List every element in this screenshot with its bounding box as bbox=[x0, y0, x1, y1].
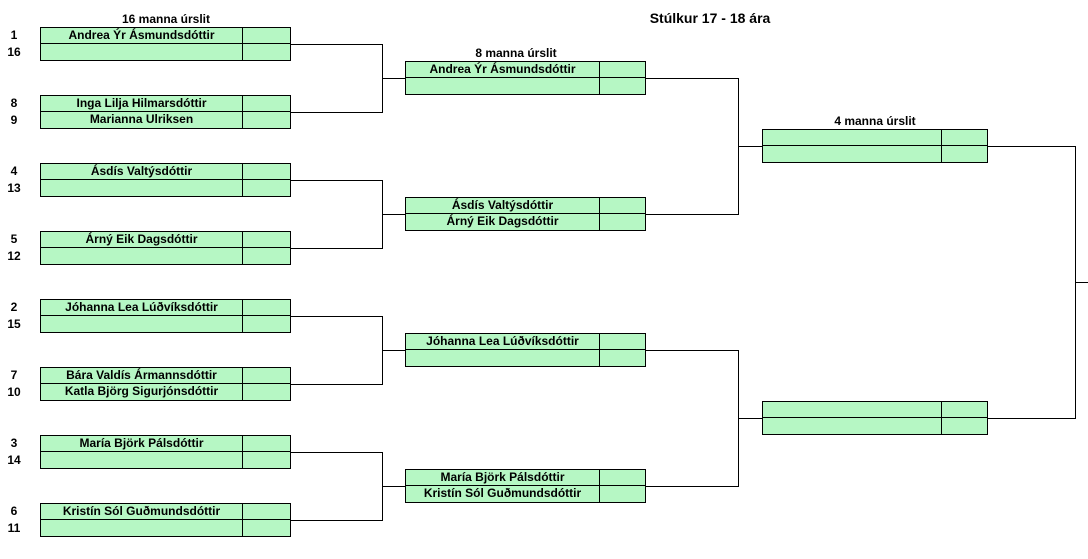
player-name-cell: Inga Lilja Hilmarsdóttir bbox=[40, 95, 243, 112]
bracket-line bbox=[382, 78, 405, 79]
bracket-line bbox=[738, 146, 762, 147]
seed-number: 5 bbox=[10, 232, 18, 246]
player-name-cell: Bára Valdís Ármannsdóttir bbox=[40, 367, 243, 384]
player-name-cell bbox=[405, 350, 600, 367]
bracket-line bbox=[382, 486, 405, 487]
bracket-line bbox=[382, 214, 405, 215]
player-name-cell: Kristín Sól Guðmundsdóttir bbox=[405, 486, 600, 503]
score-cell bbox=[242, 44, 291, 61]
score-cell bbox=[242, 95, 291, 112]
bracket-line bbox=[291, 112, 382, 113]
score-cell bbox=[242, 231, 291, 248]
seed-number: 2 bbox=[10, 300, 18, 314]
player-name-cell bbox=[405, 78, 600, 95]
player-name-cell: Andrea Ýr Ásmundsdóttir bbox=[40, 27, 243, 44]
round-label-r16: 16 manna úrslit bbox=[121, 12, 211, 26]
player-name-cell: Marianna Ulriksen bbox=[40, 112, 243, 129]
bracket-line bbox=[291, 316, 382, 317]
player-name-cell: Kristín Sól Guðmundsdóttir bbox=[40, 503, 243, 520]
player-name-cell bbox=[40, 520, 243, 537]
player-name-cell: Jóhanna Lea Lúðvíksdóttir bbox=[405, 333, 600, 350]
seed-number: 4 bbox=[10, 164, 18, 178]
bracket-line bbox=[645, 78, 738, 79]
seed-number: 9 bbox=[10, 113, 18, 127]
score-cell bbox=[941, 418, 988, 435]
player-name-cell: Árný Eik Dagsdóttir bbox=[40, 231, 243, 248]
seed-number: 3 bbox=[10, 436, 18, 450]
player-name-cell bbox=[40, 180, 243, 197]
seed-number: 13 bbox=[7, 181, 21, 195]
seed-number: 6 bbox=[10, 504, 18, 518]
seed-number: 16 bbox=[7, 45, 21, 59]
seed-number: 10 bbox=[7, 385, 21, 399]
score-cell bbox=[242, 452, 291, 469]
score-cell bbox=[242, 163, 291, 180]
bracket-title: Stúlkur 17 - 18 ára bbox=[649, 10, 771, 26]
score-cell bbox=[242, 435, 291, 452]
seed-number: 1 bbox=[10, 28, 18, 42]
score-cell bbox=[242, 299, 291, 316]
player-name-cell: Ásdís Valtýsdóttir bbox=[40, 163, 243, 180]
player-name-cell: Katla Björg Sigurjónsdóttir bbox=[40, 384, 243, 401]
score-cell bbox=[242, 520, 291, 537]
score-cell bbox=[599, 469, 646, 486]
player-name-cell: Ásdís Valtýsdóttir bbox=[405, 197, 600, 214]
bracket-line bbox=[1075, 282, 1088, 283]
seed-number: 11 bbox=[7, 521, 21, 535]
seed-number: 8 bbox=[10, 96, 18, 110]
bracket-line bbox=[291, 520, 382, 521]
player-name-cell: Andrea Ýr Ásmundsdóttir bbox=[405, 61, 600, 78]
score-cell bbox=[242, 316, 291, 333]
seed-number: 15 bbox=[7, 317, 21, 331]
bracket-line bbox=[382, 350, 405, 351]
player-name-cell bbox=[762, 418, 942, 435]
bracket-line bbox=[645, 214, 738, 215]
score-cell bbox=[599, 350, 646, 367]
score-cell bbox=[242, 367, 291, 384]
score-cell bbox=[599, 214, 646, 231]
player-name-cell bbox=[762, 129, 942, 146]
bracket-line bbox=[291, 248, 382, 249]
player-name-cell: María Björk Pálsdóttir bbox=[40, 435, 243, 452]
bracket-line bbox=[291, 180, 382, 181]
score-cell bbox=[242, 384, 291, 401]
bracket-line bbox=[291, 384, 382, 385]
seed-number: 12 bbox=[7, 249, 21, 263]
score-cell bbox=[599, 61, 646, 78]
round-label-sf: 4 manna úrslit bbox=[834, 114, 916, 128]
score-cell bbox=[242, 112, 291, 129]
score-cell bbox=[242, 248, 291, 265]
player-name-cell: Árný Eik Dagsdóttir bbox=[405, 214, 600, 231]
score-cell bbox=[941, 401, 988, 418]
bracket-line bbox=[987, 146, 1075, 147]
bracket-line bbox=[645, 350, 738, 351]
bracket-line bbox=[738, 418, 762, 419]
score-cell bbox=[242, 27, 291, 44]
player-name-cell: María Björk Pálsdóttir bbox=[405, 469, 600, 486]
bracket-line bbox=[645, 486, 738, 487]
player-name-cell bbox=[40, 248, 243, 265]
score-cell bbox=[599, 486, 646, 503]
score-cell bbox=[599, 78, 646, 95]
player-name-cell: Jóhanna Lea Lúðvíksdóttir bbox=[40, 299, 243, 316]
score-cell bbox=[242, 503, 291, 520]
player-name-cell bbox=[40, 316, 243, 333]
seed-number: 7 bbox=[10, 368, 18, 382]
bracket-line bbox=[291, 452, 382, 453]
score-cell bbox=[599, 333, 646, 350]
bracket-line bbox=[291, 44, 382, 45]
score-cell bbox=[599, 197, 646, 214]
player-name-cell bbox=[762, 146, 942, 163]
player-name-cell bbox=[40, 44, 243, 61]
score-cell bbox=[941, 146, 988, 163]
seed-number: 14 bbox=[7, 453, 21, 467]
player-name-cell bbox=[40, 452, 243, 469]
score-cell bbox=[242, 180, 291, 197]
round-label-qf: 8 manna úrslit bbox=[475, 46, 557, 60]
score-cell bbox=[941, 129, 988, 146]
bracket-line bbox=[987, 418, 1075, 419]
player-name-cell bbox=[762, 401, 942, 418]
